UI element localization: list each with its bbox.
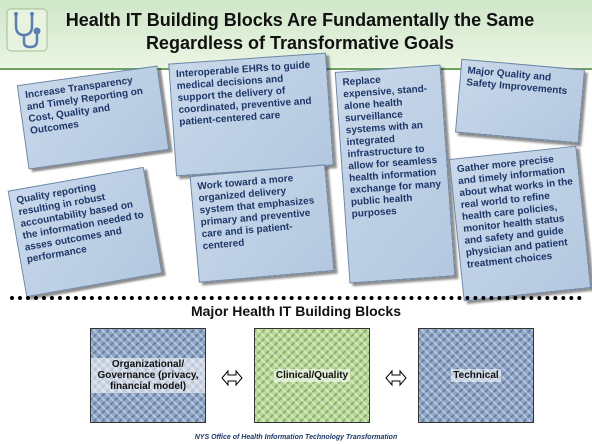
- goal-note: Replace expensive, stand-alone health su…: [334, 64, 456, 284]
- goal-note: Gather more precise and timely informati…: [448, 145, 592, 302]
- goal-note: Work toward a more organized delivery sy…: [189, 164, 335, 283]
- building-block-technical: Technical: [418, 328, 534, 423]
- page-title: Health IT Building Blocks Are Fundamenta…: [65, 10, 535, 53]
- building-blocks-title: Major Health IT Building Blocks: [190, 303, 402, 319]
- block-label: Technical: [451, 369, 501, 382]
- building-block-clinical: Clinical/Quality: [254, 328, 370, 423]
- building-block-organizational: Organizational/ Governance (privacy, fin…: [90, 328, 206, 423]
- block-label: Clinical/Quality: [273, 369, 351, 382]
- goal-note: Increase Transparency and Timely Reporti…: [16, 65, 170, 170]
- goal-note: Interoperable EHRs to guide medical deci…: [168, 52, 334, 177]
- goal-note: Quality reporting resulting in robust ac…: [7, 166, 163, 298]
- double-arrow-icon: [221, 369, 243, 387]
- stethoscope-icon: [6, 8, 48, 52]
- section-divider: [10, 296, 582, 300]
- block-label: Organizational/ Governance (privacy, fin…: [91, 358, 205, 393]
- footer-credit: NYS Office of Health Information Technol…: [194, 434, 398, 441]
- double-arrow-icon: [385, 369, 407, 387]
- goal-note: Major Quality and Safety Improvements: [455, 58, 585, 144]
